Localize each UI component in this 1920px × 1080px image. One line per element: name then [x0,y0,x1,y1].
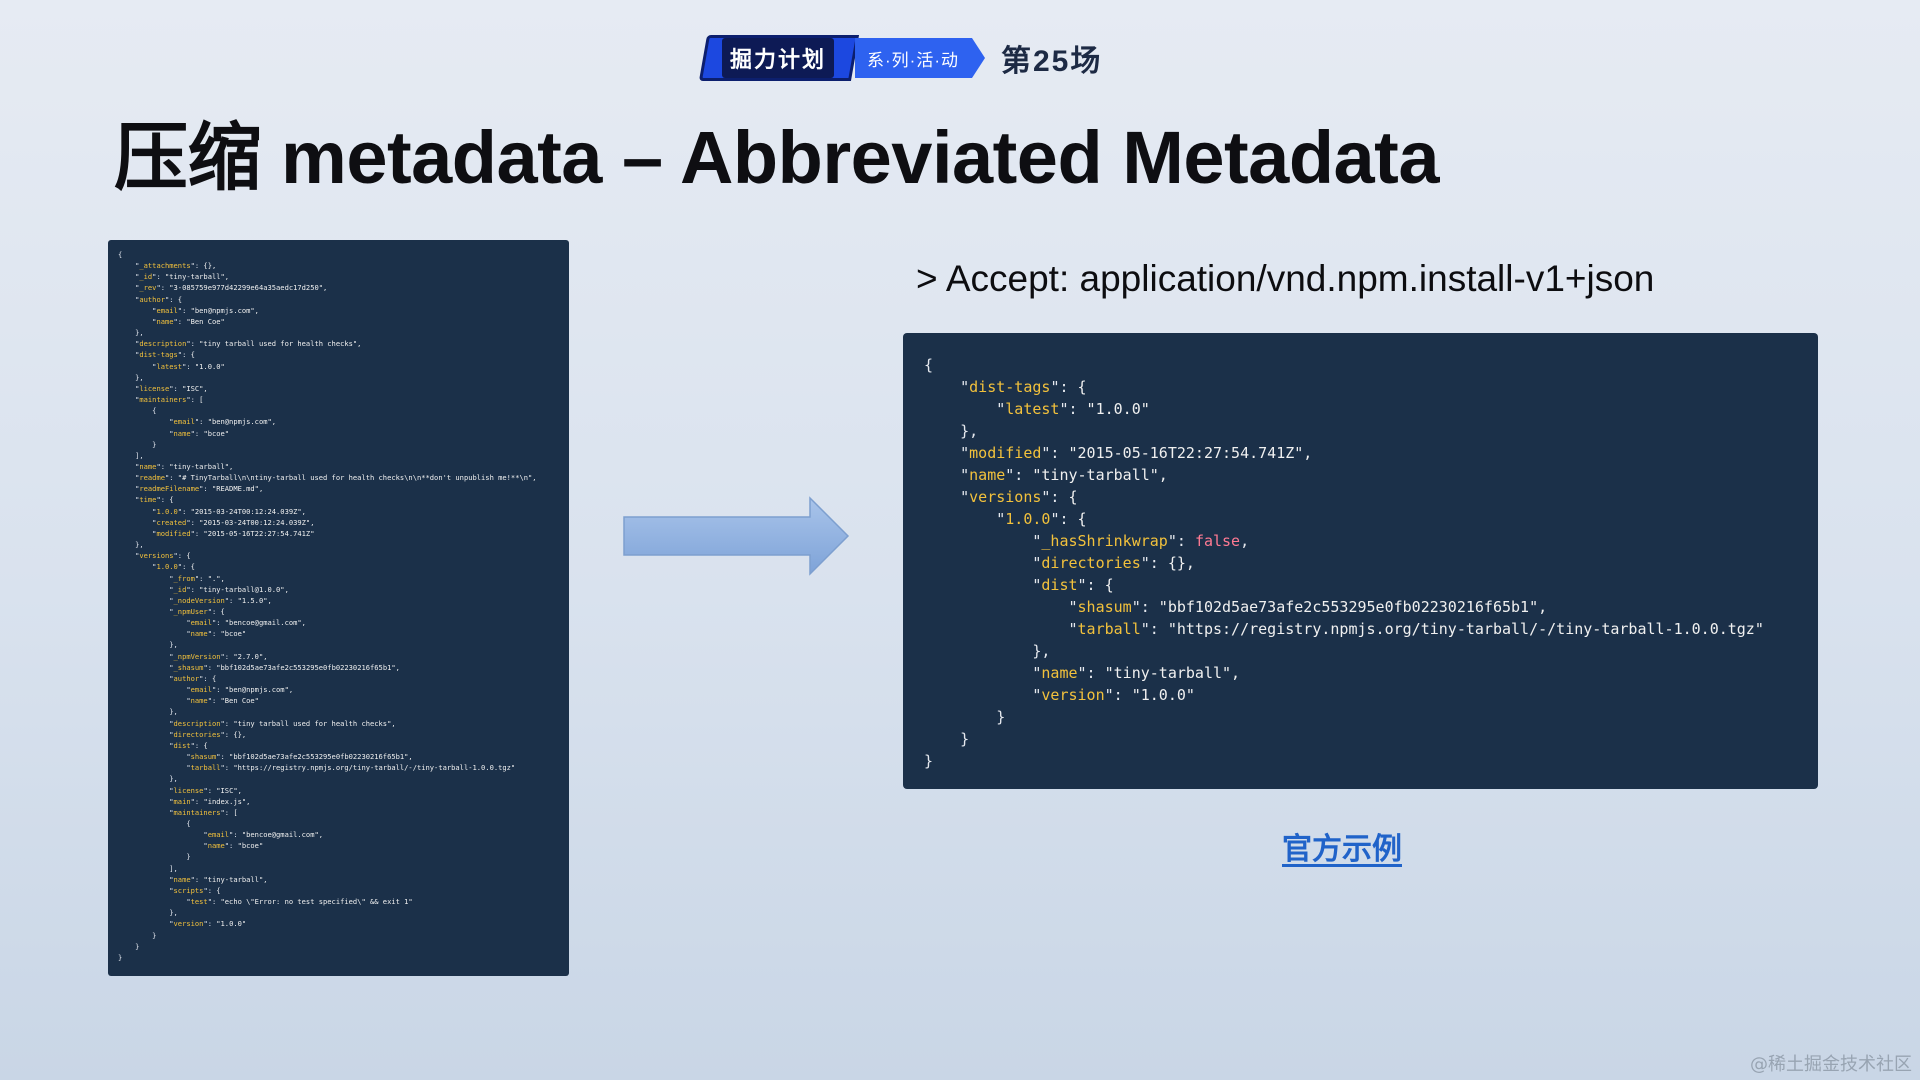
abbreviated-metadata-code-line: { [924,356,934,374]
abbreviated-metadata-code-panel: { "dist-tags": { "latest": "1.0.0" }, "m… [903,333,1818,789]
full-metadata-code-line: "description": "tiny tarball used for he… [118,339,362,349]
full-metadata-code-line: }, [118,372,144,382]
full-metadata-code-line: "main": "index.js", [118,796,251,806]
full-metadata-code-line: "readme": "# TinyTarball\n\ntiny-tarball… [118,473,537,483]
full-metadata-code-line: "tarball": "https://registry.npmjs.org/t… [118,763,516,773]
full-metadata-code-line: "dist-tags": { [118,350,195,360]
full-metadata-code-line: } [118,439,157,449]
full-metadata-code-line: "dist": { [118,740,208,750]
session-label: 第25场 [1001,45,1103,78]
full-metadata-code-line: ], [118,863,178,873]
full-metadata-code-line: }, [118,908,178,918]
full-metadata-code-line: }, [118,328,144,338]
full-metadata-code-line: "description": "tiny tarball used for he… [118,718,396,728]
full-metadata-code-line: "1.0.0": { [118,562,195,572]
full-metadata-code-line: "modified": "2015-05-16T22:27:54.741Z" [118,528,315,538]
abbreviated-metadata-code-line: "dist": { [924,576,1114,594]
abbreviated-metadata-code-line: }, [924,422,979,440]
abbreviated-metadata-code-line: "shasum": "bbf102d5ae73afe2c553295e0fb02… [924,598,1548,616]
watermark: @稀土掘金技术社区 [1750,1054,1912,1075]
full-metadata-code-line: }, [118,707,178,717]
full-metadata-code-line: "name": "bcoe" [118,841,264,851]
full-metadata-code-line: "_attachments": {}, [118,261,217,271]
full-metadata-code-line: }, [118,774,178,784]
abbreviated-metadata-code: { "dist-tags": { "latest": "1.0.0" }, "m… [903,333,1818,772]
full-metadata-code-line: "email": "ben@npmjs.com", [118,417,277,427]
abbreviated-metadata-code-line: "_hasShrinkwrap": false, [924,532,1250,550]
abbreviated-metadata-code-line: "dist-tags": { [924,378,1087,396]
full-metadata-code-line: "_id": "tiny-tarball@1.0.0", [118,584,289,594]
abbreviated-metadata-code-line: "name": "tiny-tarball", [924,466,1168,484]
full-metadata-code-line: { [118,818,191,828]
full-metadata-code-line: "test": "echo \"Error: no test specified… [118,897,413,907]
event-badge: 掘力计划 系·列·活·动 第25场 [698,35,1103,81]
badge-main: 掘力计划 [698,35,860,81]
abbreviated-metadata-code-line: } [924,752,934,770]
full-metadata-code-line: "maintainers": [ [118,395,204,405]
full-metadata-code-panel: { "_attachments": {}, "_id": "tiny-tarba… [108,240,569,976]
abbreviated-metadata-code-line: "latest": "1.0.0" [924,400,1150,418]
abbreviated-metadata-code-line: }, [924,642,1051,660]
full-metadata-code: { "_attachments": {}, "_id": "tiny-tarba… [108,240,569,963]
abbreviated-metadata-code-line: "directories": {}, [924,554,1195,572]
full-metadata-code-line: "email": "ben@npmjs.com", [118,305,259,315]
abbreviated-metadata-code-line: } [924,730,970,748]
full-metadata-code-line: "author": { [118,294,183,304]
full-metadata-code-line: "name": "tiny-tarball", [118,874,268,884]
full-metadata-code-line: }, [118,540,144,550]
full-metadata-code-line: "1.0.0": "2015-03-24T00:12:24.039Z", [118,506,306,516]
full-metadata-code-line: "name": "tiny-tarball", [118,461,234,471]
full-metadata-code-line: "_shasum": "bbf102d5ae73afe2c553295e0fb0… [118,662,400,672]
abbreviated-metadata-code-line: "name": "tiny-tarball", [924,664,1241,682]
full-metadata-code-line: "author": { [118,673,217,683]
full-metadata-code-line: "email": "bencoe@gmail.com", [118,830,324,840]
full-metadata-code-line: "version": "1.0.0" [118,919,247,929]
full-metadata-code-line: "_npmUser": { [118,607,225,616]
accept-header: > Accept: application/vnd.npm.install-v1… [916,258,1655,299]
full-metadata-code-line: "_id": "tiny-tarball", [118,272,230,282]
full-metadata-code-line: } [118,852,191,862]
full-metadata-code-line: "latest": "1.0.0" [118,361,225,371]
abbreviated-metadata-code-line: "tarball": "https://registry.npmjs.org/t… [924,620,1764,638]
full-metadata-code-line: "_nodeVersion": "1.5.0", [118,595,272,605]
full-metadata-code-line: "directories": {}, [118,729,247,739]
abbreviated-metadata-code-line: "version": "1.0.0" [924,686,1195,704]
full-metadata-code-line: "name": "bcoe" [118,629,247,639]
full-metadata-code-line: "scripts": { [118,885,221,895]
full-metadata-code-line: } [118,930,157,940]
full-metadata-code-line: "shasum": "bbf102d5ae73afe2c553295e0fb02… [118,752,413,762]
full-metadata-code-line: "name": "bcoe" [118,428,230,438]
full-metadata-code-line: "license": "ISC", [118,785,242,795]
full-metadata-code-line: "_from": ".", [118,573,225,583]
full-metadata-code-line: "_rev": "3-085759e977d42299e64a35aedc17d… [118,283,328,293]
abbreviated-metadata-code-line: } [924,708,1006,726]
full-metadata-code-line: }, [118,640,178,650]
abbreviated-metadata-code-line: "1.0.0": { [924,510,1087,528]
full-metadata-code-line: { [118,406,157,416]
full-metadata-code-line: "time": { [118,495,174,505]
abbreviated-metadata-code-line: "modified": "2015-05-16T22:27:54.741Z", [924,444,1313,462]
page-title: 压缩 metadata – Abbreviated Metadata [114,116,1439,199]
abbreviated-metadata-code-line: "versions": { [924,488,1078,506]
badge-sub-label: 系·列·活·动 [855,38,985,78]
full-metadata-code-line: "email": "bencoe@gmail.com", [118,618,306,628]
full-metadata-code-line: "name": "Ben Coe" [118,316,225,326]
full-metadata-code-line: "_npmVersion": "2.7.0", [118,651,268,661]
full-metadata-code-line: } [118,952,123,962]
full-metadata-code-line: "maintainers": [ [118,807,238,817]
full-metadata-code-line: } [118,941,140,951]
right-arrow-icon [623,496,850,576]
official-example-link[interactable]: 官方示例 [1282,833,1402,866]
full-metadata-code-line: "versions": { [118,551,191,561]
full-metadata-code-line: "readmeFilename": "README.md", [118,484,264,494]
full-metadata-code-line: ], [118,450,144,460]
full-metadata-code-line: "created": "2015-03-24T00:12:24.039Z", [118,517,315,527]
full-metadata-code-line: "email": "ben@npmjs.com", [118,685,294,695]
badge-main-label: 掘力计划 [722,38,835,78]
full-metadata-code-line: { [118,250,123,259]
full-metadata-code-line: "name": "Ben Coe" [118,696,259,706]
full-metadata-code-line: "license": "ISC", [118,383,208,393]
